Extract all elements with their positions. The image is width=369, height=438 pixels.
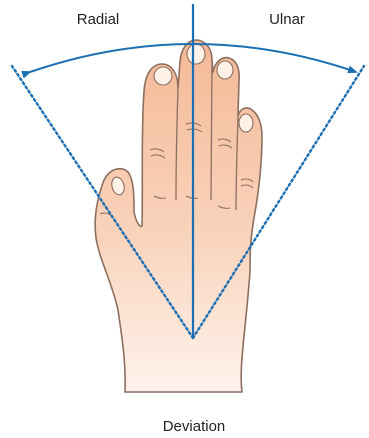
- ulnar-label: Ulnar: [269, 11, 305, 28]
- nail-little: [239, 114, 253, 132]
- hand-outline: [95, 40, 262, 392]
- nail-ring: [217, 61, 233, 79]
- nail-middle: [187, 44, 205, 64]
- nail-index: [154, 67, 172, 85]
- deviation-label: Deviation: [163, 418, 226, 435]
- radial-label: Radial: [77, 11, 120, 28]
- hand-illustration: [95, 40, 262, 392]
